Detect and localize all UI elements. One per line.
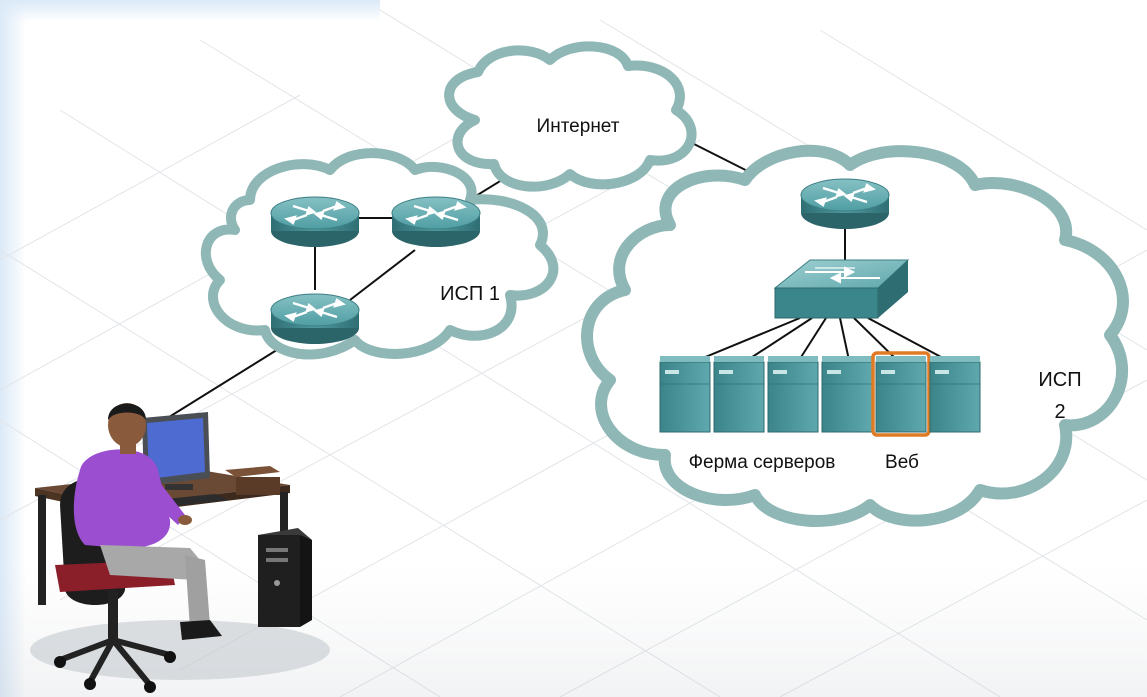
- isp2-label-line1: ИСП: [1038, 369, 1081, 391]
- server-icon: [929, 355, 981, 433]
- internet-cloud: Интернет: [444, 41, 697, 192]
- server-icon: [713, 355, 765, 433]
- user-at-computer-icon: [30, 403, 330, 693]
- web-label: Веб: [885, 452, 919, 473]
- switch-icon: [773, 259, 910, 319]
- server-icon: [767, 355, 819, 433]
- server-farm-label: Ферма серверов: [689, 452, 836, 473]
- web-server-icon: [871, 351, 931, 437]
- server-icon: [821, 355, 873, 433]
- router-icon: [799, 177, 891, 231]
- router-icon: [269, 292, 361, 346]
- server-icon: [659, 355, 711, 433]
- router-icon: [269, 195, 361, 249]
- isp2-label-line2: 2: [1054, 401, 1065, 423]
- isp1-links: [314, 217, 416, 301]
- isp1-label: ИСП 1: [440, 283, 500, 305]
- server-farm: Ферма серверов Веб: [659, 351, 981, 473]
- internet-label: Интернет: [537, 116, 620, 137]
- router-icon: [390, 195, 482, 249]
